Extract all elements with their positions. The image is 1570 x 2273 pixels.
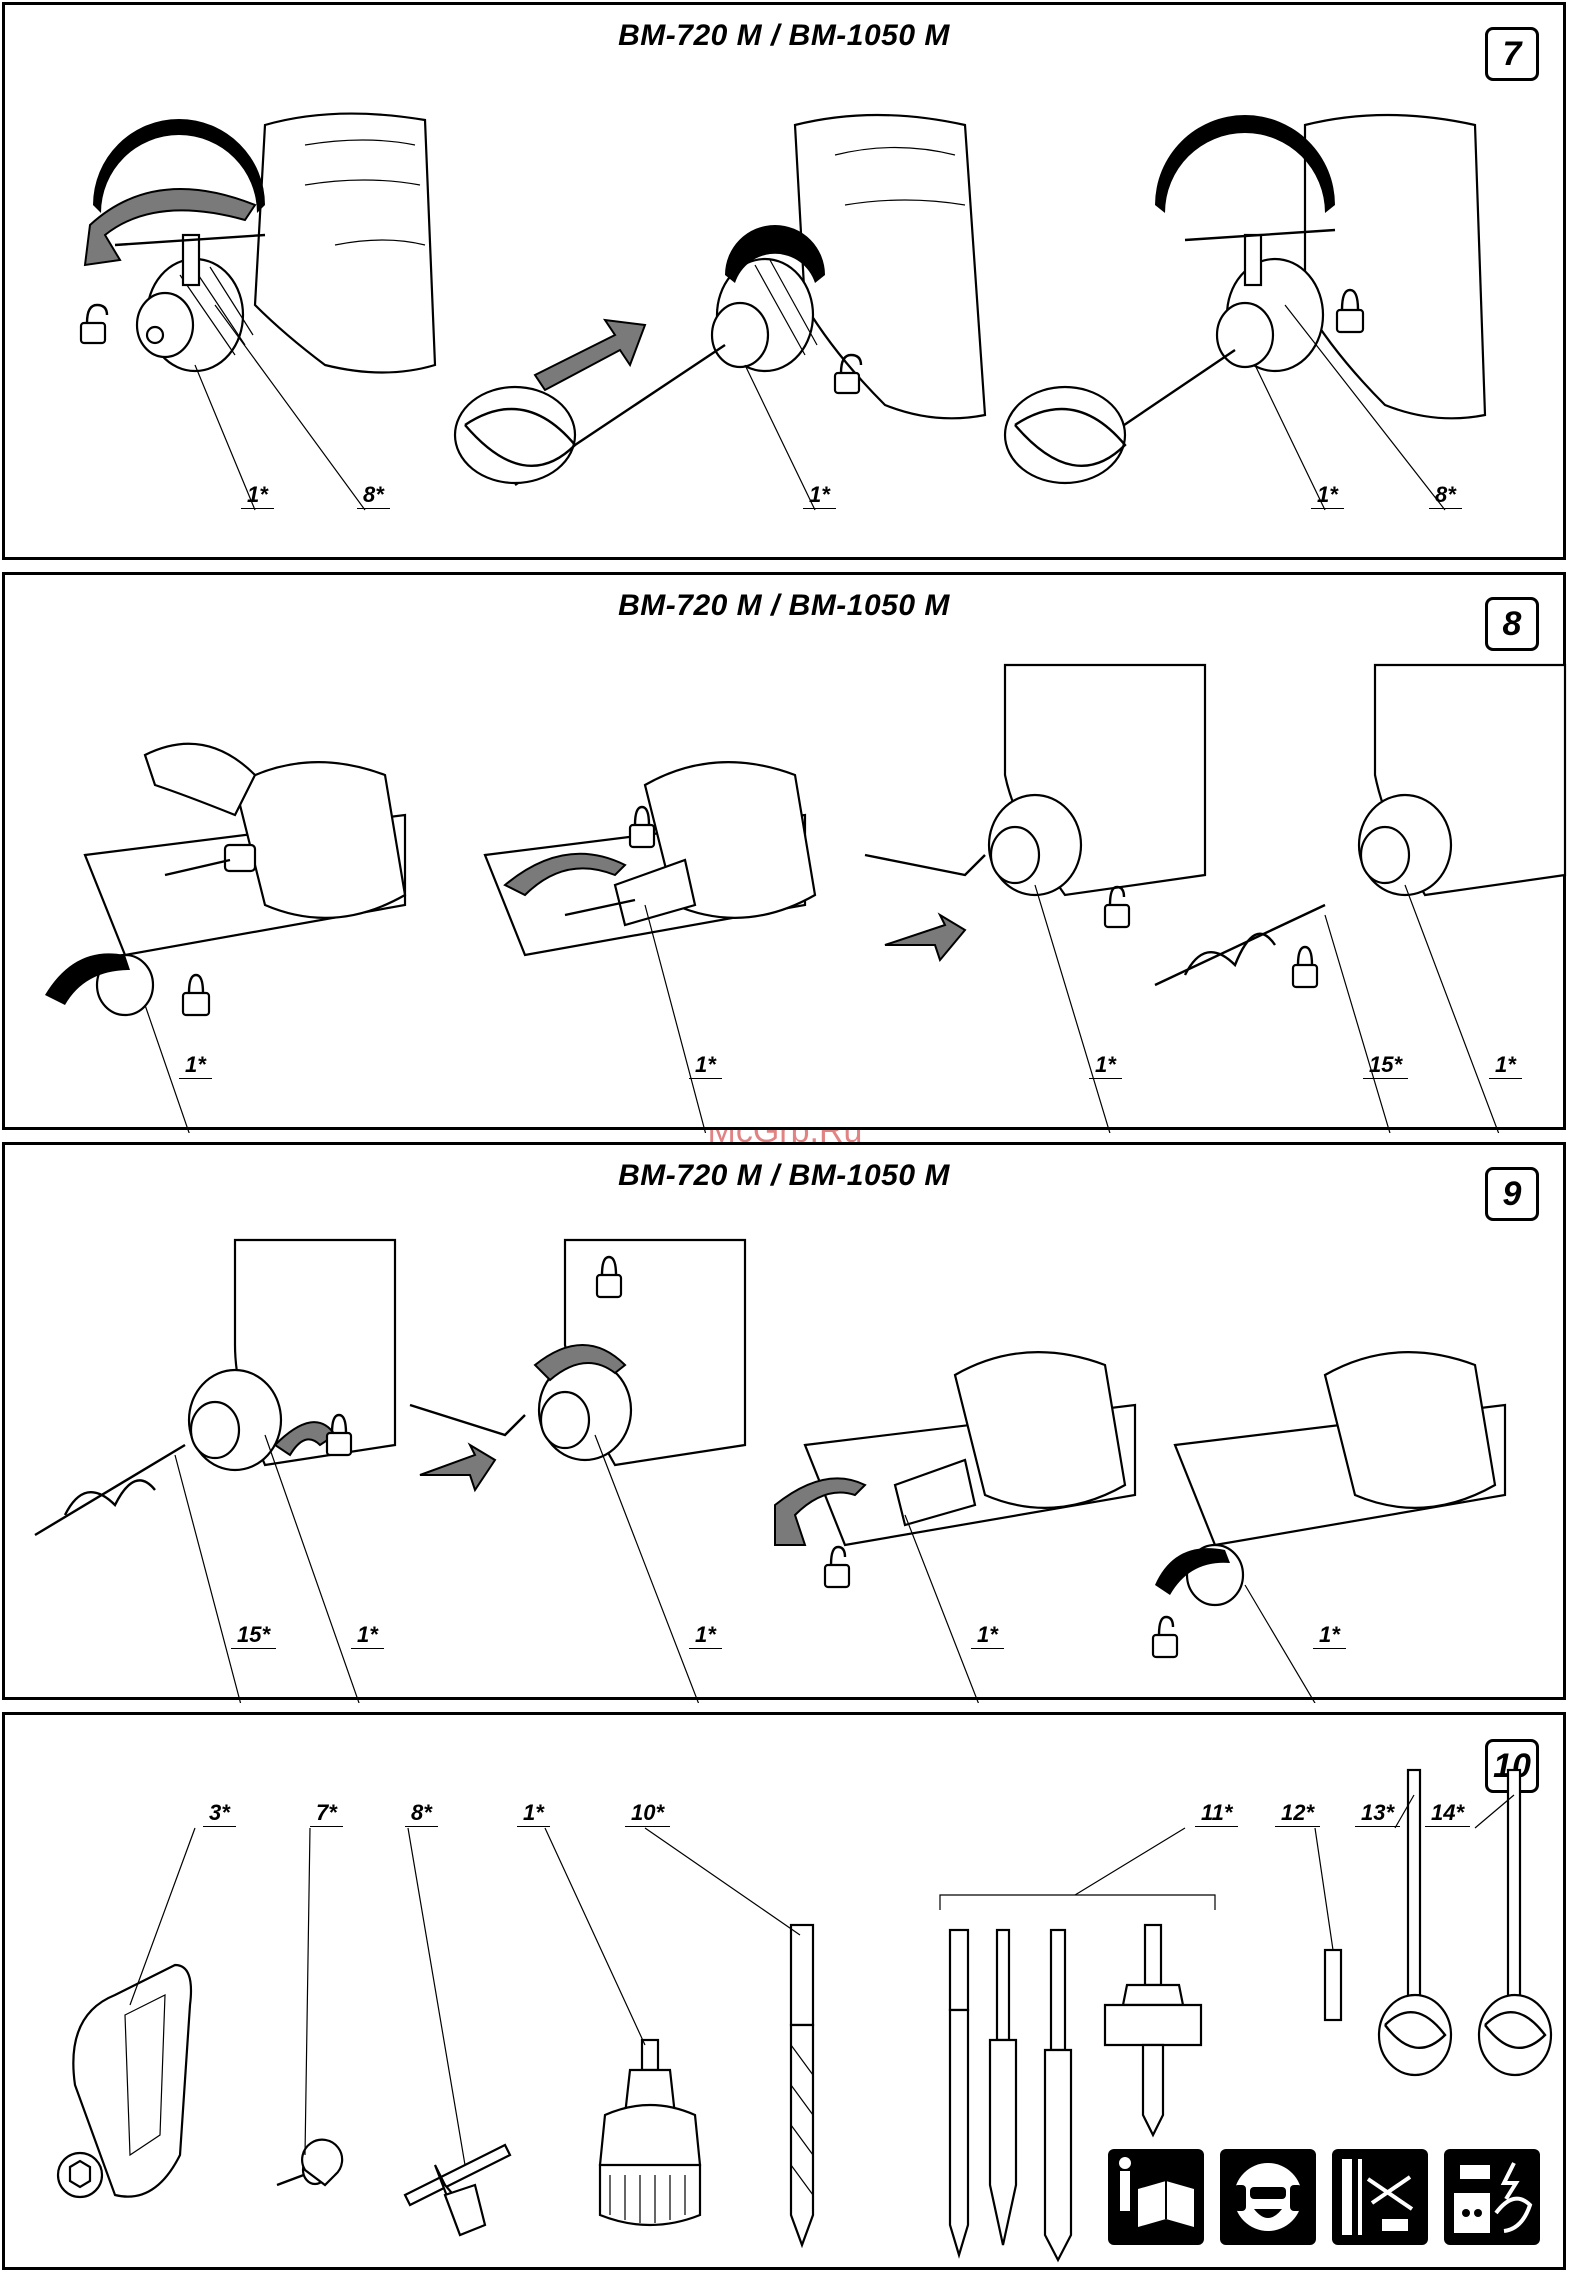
panel-10: 10 (2, 1712, 1566, 2270)
drill-illustration-4 (1153, 1352, 1505, 1657)
callout-label: 13* (1355, 1801, 1400, 1827)
callout-label: 1* (351, 1623, 384, 1649)
callout-label: 1* (179, 1053, 212, 1079)
hidden-wiring-icon (1332, 2149, 1428, 2245)
callout-label: 1* (1311, 483, 1344, 509)
callout-label: 1* (1489, 1053, 1522, 1079)
callout-label: 1* (517, 1801, 550, 1827)
callout-label: 14* (1425, 1801, 1470, 1827)
read-manual-icon (1108, 2149, 1204, 2245)
drill-illustration-3 (1005, 115, 1485, 483)
panel-8: BM-720 M / BM-1050 M 8 (2, 572, 1566, 1130)
chuck-removal-illustration (5, 575, 1569, 1133)
callout-label: 1* (971, 1623, 1004, 1649)
callout-label: 10* (625, 1801, 670, 1827)
drill-illustration-1 (35, 1240, 395, 1535)
callout-label: 11* (1195, 1801, 1238, 1827)
drill-illustration-2 (455, 115, 985, 485)
drill-illustration-1 (81, 114, 435, 373)
callout-label: 7* (310, 1801, 343, 1827)
drill-chuck-illustration (600, 2040, 700, 2225)
mixer-adapter-illustration (1325, 1950, 1341, 2020)
chuck-installation-illustration (5, 1145, 1569, 1703)
callout-label: 15* (231, 1623, 276, 1649)
callout-label: 1* (241, 483, 274, 509)
callout-label: 1* (1089, 1053, 1122, 1079)
chuck-key-illustration (405, 2145, 510, 2235)
panel-7: BM-720 M / BM-1050 M 7 (2, 2, 1566, 560)
callout-label: 12* (1275, 1801, 1320, 1827)
callout-label: 8* (1429, 483, 1462, 509)
drill-bit-illustration (791, 1925, 813, 2245)
auxiliary-handle-illustration (58, 1965, 191, 2197)
protective-gear-icon (1220, 2149, 1316, 2245)
drill-illustration-2 (410, 1240, 745, 1490)
drill-illustration-3 (775, 1352, 1135, 1587)
callout-label: 8* (357, 483, 390, 509)
callout-label: 15* (1363, 1053, 1408, 1079)
drill-illustration-3 (865, 665, 1205, 960)
callout-label: 1* (1313, 1623, 1346, 1649)
callout-label: 1* (803, 483, 836, 509)
unplug-icon (1444, 2149, 1540, 2245)
panel-9: BM-720 M / BM-1050 M 9 (2, 1142, 1566, 1700)
callout-label: 1* (689, 1053, 722, 1079)
drill-illustration-4 (1155, 665, 1565, 987)
callout-label: 8* (405, 1801, 438, 1827)
callout-label: 1* (689, 1623, 722, 1649)
drill-illustration-1 (45, 744, 405, 1015)
callout-label: 3* (203, 1801, 236, 1827)
chuck-key-mount-illustration (5, 5, 1569, 563)
depth-stop-illustration (277, 2140, 342, 2185)
